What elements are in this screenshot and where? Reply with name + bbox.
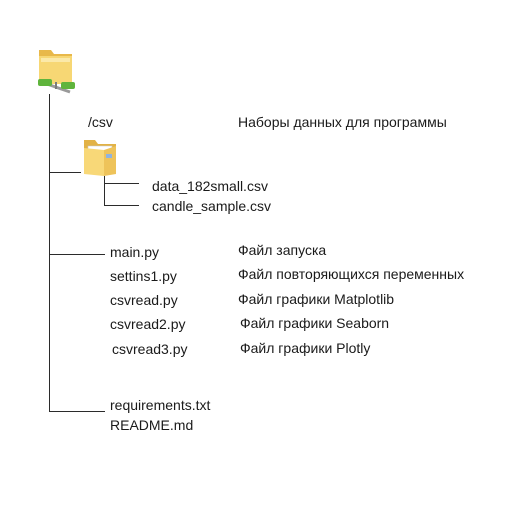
- csv-subtree-line: [104, 176, 105, 205]
- csv-file-1: data_182small.csv: [152, 178, 268, 194]
- script-name: settins1.py: [110, 268, 177, 284]
- csv-file-2: candle_sample.csv: [152, 198, 272, 214]
- script-description: Файл запуска: [238, 242, 327, 258]
- branch-main-py: [49, 254, 105, 255]
- branch-csv-file-1: [104, 183, 139, 184]
- branch-requirements: [49, 411, 105, 412]
- script-name: csvread.py: [110, 292, 178, 308]
- script-name: csvread2.py: [110, 316, 186, 332]
- script-description: Файл повторяющихся переменных: [238, 266, 465, 282]
- csv-folder-name: /csv: [88, 114, 113, 130]
- script-name: csvread3.py: [112, 341, 188, 357]
- script-description: Файл графики Plotly: [240, 340, 371, 356]
- readme-file: README.md: [110, 417, 194, 433]
- script-name: main.py: [110, 244, 160, 260]
- requirements-file: requirements.txt: [110, 397, 211, 413]
- branch-csv-file-2: [104, 205, 139, 206]
- tree-trunk-line: [49, 94, 50, 412]
- network-folder-icon: [34, 42, 78, 99]
- script-description: Файл графики Matplotlib: [238, 291, 395, 307]
- csv-folder-description: Наборы данных для программы: [238, 114, 447, 130]
- script-description: Файл графики Seaborn: [240, 315, 390, 331]
- folder-icon: [82, 136, 120, 183]
- branch-csv-folder: [49, 172, 81, 173]
